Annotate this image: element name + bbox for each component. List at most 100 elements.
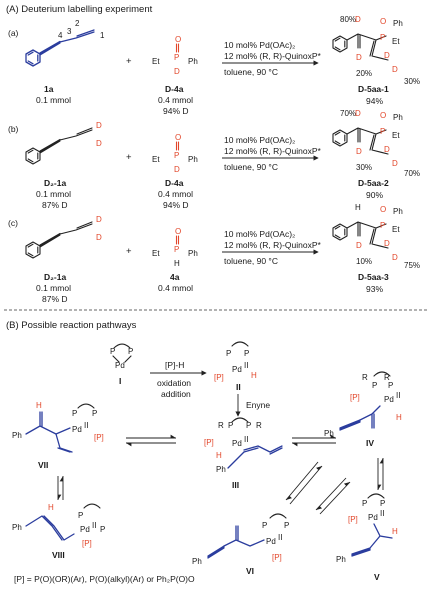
atom-oxygen: O xyxy=(175,35,181,44)
compound-amount: 0.1 mmol xyxy=(36,189,71,199)
condition-solvent: toluene, 90 °C xyxy=(224,162,278,172)
atom-R: R xyxy=(384,373,390,382)
phenyl-group: Ph xyxy=(216,465,226,474)
pct-label: 70% xyxy=(340,109,356,118)
atom-P: P xyxy=(92,409,97,418)
atom-P: P xyxy=(228,421,233,430)
label-I: I xyxy=(119,376,121,386)
ox-state: II xyxy=(396,391,400,400)
atom-P: P xyxy=(110,347,115,356)
phenyl-group: Ph xyxy=(336,555,346,564)
deuterium-content: 87% D xyxy=(42,200,68,210)
compound-VIII: H P Pd II P [P] Ph VIII xyxy=(12,503,105,560)
compound-V: P P [P] Pd II H Ph V xyxy=(336,493,398,582)
equilibrium-arrow xyxy=(126,434,176,447)
atom-Pd: Pd xyxy=(232,365,242,374)
atom-deuterium: D xyxy=(392,65,398,74)
equilibrium-arrow xyxy=(377,458,384,490)
compound-amount: 0.1 mmol xyxy=(36,283,71,293)
product-id: D-5aa-3 xyxy=(358,272,389,282)
compound-III: R P P R [P] Pd II H Ph III xyxy=(204,417,283,490)
plus-sign: + xyxy=(126,56,132,67)
deuterium-content: 94% D xyxy=(163,200,189,210)
carbon-number: 4 xyxy=(58,31,63,40)
atom-R: R xyxy=(362,373,368,382)
carbon-number: 2 xyxy=(75,19,80,28)
atom-phosphorus: P xyxy=(174,151,179,160)
ox-state: II xyxy=(278,533,282,542)
phenyl-group: Ph xyxy=(393,19,403,28)
condition-catalyst: 10 mol% Pd(OAc)₂ xyxy=(224,229,295,239)
label-IV: IV xyxy=(366,438,374,448)
ethyl-group: Et xyxy=(392,37,400,46)
atom-oxygen: O xyxy=(380,205,386,214)
phenyl-group: Ph xyxy=(188,155,198,164)
atom-hydrogen: H xyxy=(396,413,402,422)
label-V: V xyxy=(374,572,380,582)
phosphorus-group: [P] xyxy=(348,515,358,524)
pct-label: 80% xyxy=(340,15,356,24)
atom-phosphorus: P xyxy=(174,53,179,62)
atom-Pd: Pd xyxy=(266,537,276,546)
atom-oxygen: O xyxy=(175,133,181,142)
atom-oxygen: O xyxy=(380,111,386,120)
label-III: III xyxy=(232,480,239,490)
atom-deuterium: D xyxy=(96,121,102,130)
atom-Pd: Pd xyxy=(115,361,125,370)
atom-hydrogen: H xyxy=(251,371,257,380)
atom-phosphorus: P xyxy=(174,245,179,254)
compound-id: D₂-1a xyxy=(44,178,66,188)
atom-deuterium: D xyxy=(384,145,390,154)
equilibrium-arrow xyxy=(292,434,336,447)
atom-Pd: Pd xyxy=(232,439,242,448)
ethyl-group: Et xyxy=(152,155,160,164)
compound-id: D₂-1a xyxy=(44,272,66,282)
atom-hydrogen: H xyxy=(355,203,361,212)
ethyl-group: Et xyxy=(392,225,400,234)
phosphorus-group: [P] xyxy=(204,438,214,447)
step-addition: addition xyxy=(161,389,191,399)
atom-P: P xyxy=(380,499,385,508)
condition-ligand: 12 mol% (R, R)-QuinoxP* xyxy=(224,240,322,250)
condition-ligand: 12 mol% (R, R)-QuinoxP* xyxy=(224,51,322,61)
atom-P: P xyxy=(372,381,377,390)
atom-P: P xyxy=(388,381,393,390)
atom-deuterium: D xyxy=(96,233,102,242)
atom-deuterium: D xyxy=(174,67,180,76)
atom-deuterium: D xyxy=(392,253,398,262)
pct-label: 20% xyxy=(356,69,372,78)
compound-I: P P Pd I xyxy=(110,343,133,386)
row-label: (c) xyxy=(8,218,18,228)
compound-II: P P Pd II [P] H II xyxy=(214,341,257,392)
atom-oxygen: O xyxy=(175,227,181,236)
atom-P: P xyxy=(284,521,289,530)
atom-P: P xyxy=(128,347,133,356)
atom-R: R xyxy=(218,421,224,430)
atom-P: P xyxy=(362,499,367,508)
phosphorus-group: [P] xyxy=(272,553,282,562)
row-a: (a) 4 3 2 1 1a 0.1 mmol + O P Et Ph D D-… xyxy=(8,15,420,116)
phenyl-group: Ph xyxy=(12,431,22,440)
deuterium-content: 87% D xyxy=(42,294,68,304)
compound-amount: 0.4 mmol xyxy=(158,283,193,293)
condition-solvent: toluene, 90 °C xyxy=(224,67,278,77)
ethyl-group: Et xyxy=(152,249,160,258)
phenyl-group: Ph xyxy=(324,429,334,438)
atom-hydrogen: H xyxy=(392,527,398,536)
pct-label: 70% xyxy=(404,169,420,178)
equilibrium-arrow xyxy=(285,461,323,505)
atom-Pd: Pd xyxy=(368,513,378,522)
atom-P: P xyxy=(78,511,83,520)
atom-deuterium: D xyxy=(96,215,102,224)
atom-hydrogen: H xyxy=(174,259,180,268)
compound-VI: P P Pd II [P] Ph VI xyxy=(192,513,289,576)
atom-R: R xyxy=(256,421,262,430)
atom-Pd: Pd xyxy=(72,425,82,434)
row-b: (b) D D D₂-1a 0.1 mmol 87% D + O P Et Ph… xyxy=(8,109,420,210)
atom-P: P xyxy=(262,521,267,530)
compound-amount: 0.1 mmol xyxy=(36,95,71,105)
condition-solvent: toluene, 90 °C xyxy=(224,256,278,266)
condition-ligand: 12 mol% (R, R)-QuinoxP* xyxy=(224,146,322,156)
label-VII: VII xyxy=(38,460,48,470)
atom-deuterium: D xyxy=(355,109,361,118)
